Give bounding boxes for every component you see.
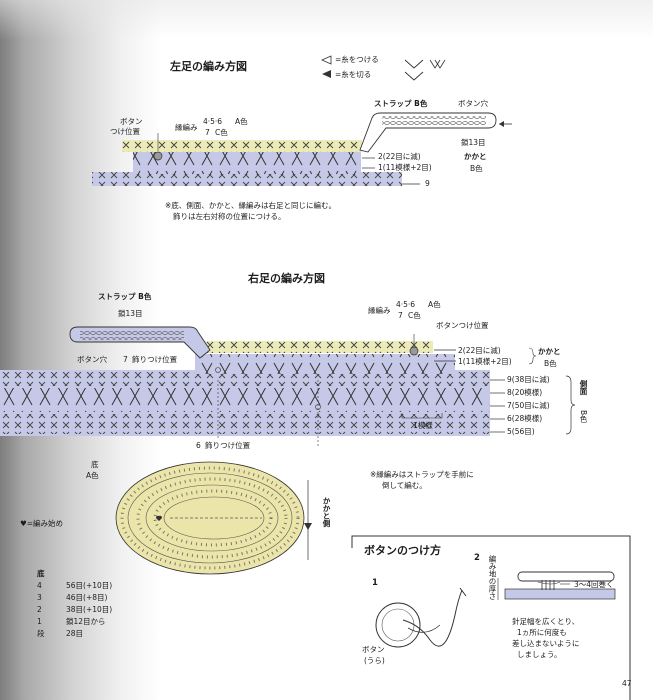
button-instructions-box — [351, 535, 631, 700]
heel-side-label: かかと側 — [322, 497, 331, 527]
left-edge-label: 縁編み — [175, 123, 198, 132]
right-edge-rows: 4·5·6 — [396, 300, 416, 309]
wrap-label: 3〜4回巻く — [574, 580, 614, 589]
sole-color: A色 — [86, 471, 99, 480]
legend-attach-yarn: =糸をつける — [335, 55, 379, 64]
right-chain13-label: 鎖13目 — [118, 309, 143, 318]
right-deco-position-2: 飾りつけ位置 — [205, 441, 251, 450]
sole-row-num: 4 — [37, 581, 42, 590]
right-row8-label: 8(20模様) — [507, 388, 543, 397]
sole-table-header: 底 — [37, 569, 45, 578]
sole-row-num: 3 — [37, 593, 42, 602]
sole-row-value: 28目 — [66, 629, 84, 638]
right-row2-label: 2(22目に減) — [458, 346, 501, 355]
sole-row-value: 鎖12目から — [66, 617, 106, 626]
sole-row-num: 2 — [37, 605, 42, 614]
right-side-color: B色 — [579, 410, 588, 423]
left-row1-label: 1(11模様+2目) — [378, 163, 432, 172]
left-edge-color-c: C色 — [215, 128, 228, 137]
button-back-label-2: (うら) — [364, 656, 385, 665]
left-heel-label: かかと — [464, 152, 487, 161]
start-legend: ♥=編み始め — [20, 519, 64, 528]
left-chain13-label: 鎖13目 — [461, 138, 486, 147]
page-number: 47 — [622, 679, 632, 688]
right-edge-color-c: C色 — [408, 311, 421, 320]
left-note-2: 飾りは左右対称の位置につける。 — [173, 212, 286, 221]
sole-diagram — [115, 461, 312, 575]
left-button-hole-label: ボタン穴 — [458, 99, 488, 108]
page-top-shade — [0, 0, 653, 40]
cut-yarn-symbol — [322, 70, 331, 78]
right-row7-label: 7(50目に減) — [507, 401, 550, 410]
button-step-1: 1 — [372, 578, 378, 588]
right-deco-row7: 7 — [123, 355, 128, 364]
right-heel-color: B色 — [544, 359, 557, 368]
right-row9-label: 9(38目に減) — [507, 375, 550, 384]
legend-cut-yarn: =糸を切る — [335, 70, 372, 79]
button-step-2: 2 — [474, 553, 480, 563]
left-edge-row7: 7 — [205, 128, 210, 137]
right-row1-label: 1(11模様+2目) — [458, 357, 512, 366]
left-edge-color-a: A色 — [235, 117, 248, 126]
button-back-label-1: ボタン — [362, 645, 385, 654]
fabric-thickness-label: 編み地の厚さ — [488, 555, 497, 600]
right-row5-label: 5(56目) — [507, 427, 535, 436]
left-row2-label: 2(22目に減) — [378, 152, 421, 161]
right-button-hole-label: ボタン穴 — [77, 355, 107, 364]
right-side-label: 側面 — [579, 380, 588, 395]
button-back-illustration — [375, 602, 421, 648]
sole-row-value: 56目(+10目) — [66, 581, 113, 590]
right-foot-diagram — [0, 326, 576, 448]
left-button-pos-label-1: ボタン — [120, 117, 143, 126]
right-edge-color-a: A色 — [428, 300, 441, 309]
button-box-title: ボタンのつけ方 — [364, 544, 441, 557]
instruction-line-4: しましょう。 — [517, 650, 562, 659]
right-deco-row6: 6 — [196, 441, 201, 450]
right-deco-position: 飾りつけ位置 — [132, 355, 178, 364]
left-button-pos-label-2: つけ位置 — [110, 127, 140, 136]
page-gutter-shadow — [0, 0, 160, 700]
right-heel-label: かかと — [538, 347, 561, 356]
left-heel-color: B色 — [470, 164, 483, 173]
left-button-position-marker — [153, 151, 163, 161]
left-foot-diagram — [92, 55, 512, 186]
instruction-line-2: 1ヵ所に何度も — [517, 628, 567, 637]
left-edge-rows: 4·5·6 — [203, 117, 223, 126]
attach-yarn-symbol — [321, 55, 332, 65]
sole-label: 底 — [91, 460, 99, 469]
start-heart-marker — [155, 515, 163, 521]
left-foot-title: 左足の編み方図 — [170, 60, 247, 73]
right-button-pos-label: ボタンつけ位置 — [436, 321, 489, 330]
right-edge-row7: 7 — [398, 311, 403, 320]
instruction-line-1: 針足幅を広くとり、 — [512, 617, 580, 626]
right-strap-label: ストラップ B色 — [98, 292, 152, 301]
right-row6-label: 6(28模様) — [507, 414, 543, 423]
sole-row-num: 段 — [37, 629, 45, 638]
left-note-1: ※底、側面、かかと、縁編みは右足と同じに編む。 — [165, 201, 336, 210]
left-strap-label: ストラップ B色 — [374, 99, 428, 108]
right-one-pattern-label: 1模様 — [413, 421, 433, 430]
sole-row-value: 46目(+8目) — [66, 593, 108, 602]
right-note-1: ※縁編みはストラップを手前に — [370, 470, 474, 479]
left-row9-label: 9 — [425, 179, 430, 188]
right-foot-title: 右足の編み方図 — [248, 272, 325, 285]
right-edge-label: 縁編み — [368, 306, 391, 315]
instruction-line-3: 差し込まないように — [512, 639, 580, 648]
right-note-2: 倒して編む。 — [382, 481, 427, 490]
right-button-position-marker — [409, 346, 419, 356]
sole-row-value: 38目(+10目) — [66, 605, 113, 614]
sole-row-num: 1 — [37, 617, 42, 626]
